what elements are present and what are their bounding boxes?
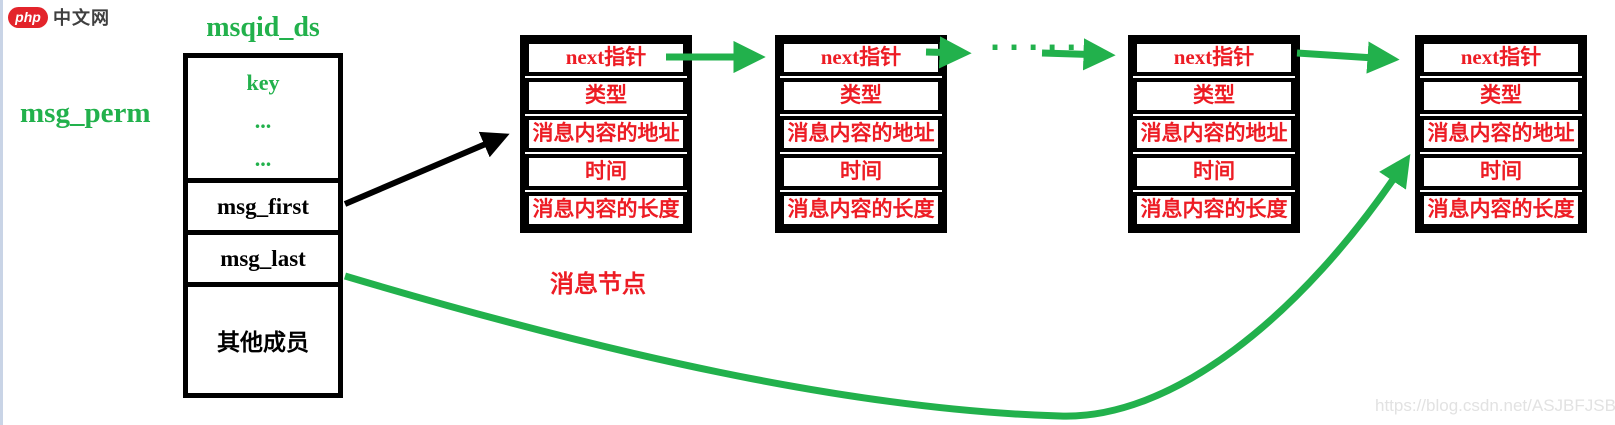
node4-row-content-length: 消息内容的长度: [1420, 192, 1582, 228]
msg-first-arrow: [343, 131, 510, 207]
msg-perm-label: msg_perm: [20, 97, 151, 129]
struct-top-section: key ... ...: [183, 53, 343, 183]
message-node-1: next指针 类型 消息内容的地址 时间 消息内容的长度: [520, 35, 692, 233]
message-node-4: next指针 类型 消息内容的地址 时间 消息内容的长度: [1415, 35, 1587, 233]
struct-others-cell: 其他成员: [183, 282, 343, 398]
node2-row-content-address: 消息内容的地址: [780, 116, 942, 152]
page-left-border: [0, 0, 3, 425]
field-ellipsis-1: ...: [254, 108, 272, 133]
node1-row-content-address: 消息内容的地址: [525, 116, 687, 152]
message-node-caption: 消息节点: [550, 272, 646, 298]
node1-row-type: 类型: [525, 78, 687, 114]
field-ellipsis-2: ...: [254, 146, 272, 171]
site-logo-text: 中文网: [53, 8, 110, 28]
node1-row-content-length: 消息内容的长度: [525, 192, 687, 228]
node3-row-type: 类型: [1133, 78, 1295, 114]
node3-row-next-pointer: next指针: [1133, 40, 1295, 76]
site-logo: php 中文网: [8, 4, 110, 30]
node4-row-content-address: 消息内容的地址: [1420, 116, 1582, 152]
node2-row-type: 类型: [780, 78, 942, 114]
struct-msg-first-cell: msg_first: [183, 178, 343, 235]
node1-row-time: 时间: [525, 154, 687, 190]
node4-row-type: 类型: [1420, 78, 1582, 114]
message-node-3: next指针 类型 消息内容的地址 时间 消息内容的长度: [1128, 35, 1300, 233]
node4-row-time: 时间: [1420, 154, 1582, 190]
node1-row-next-pointer: next指针: [525, 40, 687, 76]
php-logo-icon: php: [8, 6, 48, 28]
node3-row-content-length: 消息内容的长度: [1133, 192, 1295, 228]
node4-row-next-pointer: next指针: [1420, 40, 1582, 76]
message-node-2: next指针 类型 消息内容的地址 时间 消息内容的长度: [775, 35, 947, 233]
node3-row-time: 时间: [1133, 154, 1295, 190]
arrow-node3-node4: [1296, 41, 1400, 74]
node2-row-time: 时间: [780, 154, 942, 190]
csdn-watermark: https://blog.csdn.net/ASJBFJSB: [1375, 396, 1615, 415]
node3-row-content-address: 消息内容的地址: [1133, 116, 1295, 152]
node2-row-content-length: 消息内容的长度: [780, 192, 942, 228]
msqid-ds-struct-box: key ... ... msg_first msg_last 其他成员: [183, 53, 343, 398]
list-continuation-dots: ......: [986, 23, 1101, 58]
struct-title: msqid_ds: [206, 12, 320, 43]
struct-msg-last-cell: msg_last: [183, 230, 343, 287]
field-key: key: [246, 70, 280, 95]
node2-row-next-pointer: next指针: [780, 40, 942, 76]
